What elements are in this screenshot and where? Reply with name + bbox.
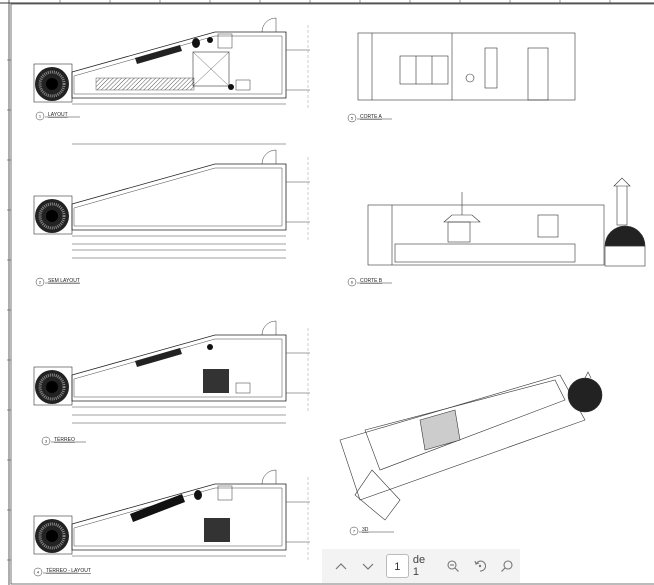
page-number-input[interactable]: 1 (385, 554, 409, 578)
svg-text:CORTE B: CORTE B (360, 278, 383, 284)
view-label-5: 5 CORTE A (347, 113, 393, 123)
svg-text:SEM LAYOUT: SEM LAYOUT (48, 278, 80, 284)
ruler-ticks (7, 0, 611, 561)
chevron-up-icon (335, 563, 347, 570)
svg-text:4: 4 (37, 570, 40, 575)
next-page-button[interactable] (355, 552, 382, 580)
page-count: de 1 (412, 554, 426, 578)
view-label-7: 7 3D (349, 526, 395, 536)
svg-text:3: 3 (45, 439, 48, 444)
section-corte-a (357, 32, 576, 101)
view-3d (339, 371, 603, 521)
svg-text:3D: 3D (362, 527, 369, 533)
svg-text:5: 5 (351, 116, 354, 121)
svg-text:2: 2 (39, 280, 42, 285)
view-label-2: 2 SEM LAYOUT (35, 277, 81, 287)
plan-layout (32, 16, 312, 112)
svg-text:TÉRREO: TÉRREO (54, 436, 75, 443)
search-icon (500, 560, 513, 572)
view-label-3: 3 TÉRREO (41, 436, 87, 446)
svg-text:TÉRREO - LAYOUT: TÉRREO - LAYOUT (46, 567, 91, 574)
svg-text:7: 7 (353, 529, 356, 534)
view-label-4: 4 TÉRREO - LAYOUT (33, 567, 91, 577)
pdf-toolbar: 1 de 1 (322, 549, 520, 583)
chevron-down-icon (362, 563, 374, 570)
svg-text:LAYOUT: LAYOUT (48, 112, 68, 118)
rotate-icon (474, 560, 486, 572)
plan-terreo (32, 319, 312, 424)
rotate-button[interactable] (466, 552, 493, 580)
search-button[interactable] (493, 552, 520, 580)
zoom-out-button[interactable] (439, 552, 466, 580)
svg-text:CORTE A: CORTE A (360, 114, 383, 120)
svg-text:6: 6 (351, 280, 354, 285)
svg-text:1: 1 (39, 114, 42, 119)
section-corte-b (367, 177, 646, 267)
view-label-1: 1 LAYOUT (35, 111, 81, 121)
previous-page-button[interactable] (328, 552, 355, 580)
view-label-6: 6 CORTE B (347, 277, 393, 287)
plan-terreo-layout (32, 468, 312, 564)
zoom-out-icon (447, 560, 459, 572)
plan-sem-layout (32, 143, 312, 259)
